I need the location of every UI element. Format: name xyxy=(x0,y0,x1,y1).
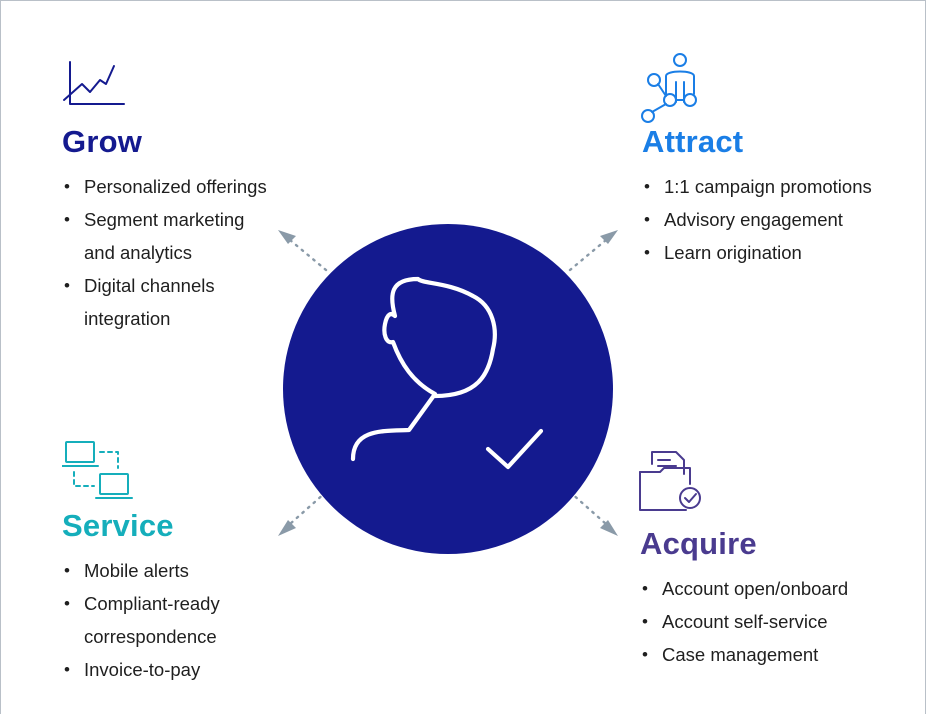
list-item: Advisory engagement xyxy=(642,203,872,236)
list-item: Personalized offerings xyxy=(62,170,267,203)
attract-section: Attract 1:1 campaign promotions Advisory… xyxy=(642,124,872,269)
person-head-outline xyxy=(350,276,497,462)
acquire-title: Acquire xyxy=(640,526,757,561)
list-item: Mobile alerts xyxy=(62,554,220,587)
acquire-list: Account open/onboard Account self-servic… xyxy=(640,572,848,671)
center-circle xyxy=(283,224,613,554)
arrow-to-attract-line xyxy=(568,238,608,272)
list-item: integration xyxy=(84,308,171,329)
list-item: and analytics xyxy=(84,242,192,263)
list-item: Segment marketing xyxy=(62,203,267,236)
list-item: Account open/onboard xyxy=(640,572,848,605)
list-item: Digital channels xyxy=(62,269,267,302)
service-list: Mobile alerts Compliant-ready correspond… xyxy=(62,554,220,686)
acquire-section: Acquire Account open/onboard Account sel… xyxy=(640,526,848,671)
grow-section: Grow Personalized offerings Segment mark… xyxy=(62,124,267,335)
list-item: correspondence xyxy=(84,626,217,647)
arrow-head-grow xyxy=(278,230,296,244)
arrow-to-grow-line xyxy=(288,238,328,272)
arrow-to-acquire-line xyxy=(568,490,608,526)
arrow-to-service-line xyxy=(288,490,328,526)
grow-title: Grow xyxy=(62,124,143,159)
arrow-head-attract xyxy=(600,230,618,244)
service-title: Service xyxy=(62,508,174,543)
list-item: Compliant-ready xyxy=(62,587,220,620)
attract-title: Attract xyxy=(642,124,744,159)
connected-laptops-icon xyxy=(62,441,133,499)
list-item: 1:1 campaign promotions xyxy=(642,170,872,203)
customer-check-icon xyxy=(283,224,613,554)
list-item: Learn origination xyxy=(642,236,872,269)
list-item: Account self-service xyxy=(640,605,848,638)
check-mark xyxy=(485,428,544,470)
attract-list: 1:1 campaign promotions Advisory engagem… xyxy=(642,170,872,269)
arrow-head-acquire xyxy=(600,520,618,536)
network-person-icon xyxy=(641,53,697,123)
line-chart-icon xyxy=(63,61,125,105)
arrow-head-service xyxy=(278,520,296,536)
list-item: Case management xyxy=(640,638,848,671)
list-item: Invoice-to-pay xyxy=(62,653,220,686)
service-section: Service Mobile alerts Compliant-ready co… xyxy=(62,508,220,686)
folder-check-icon xyxy=(639,451,701,511)
grow-list: Personalized offerings Segment marketing… xyxy=(62,170,267,335)
